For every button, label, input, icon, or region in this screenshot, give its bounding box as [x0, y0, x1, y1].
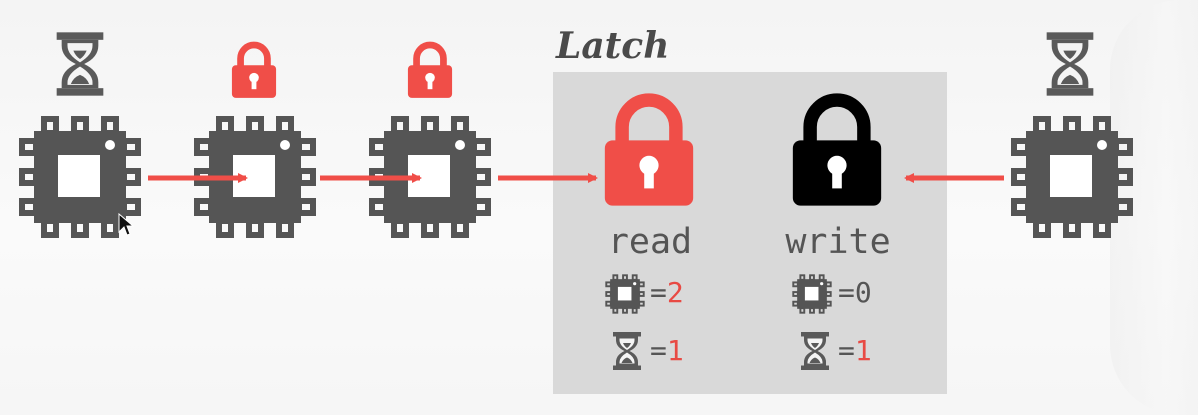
write-wait-count-value: 1 — [854, 334, 872, 367]
cpu-chip-icon — [605, 274, 645, 314]
write-lock-icon — [789, 88, 885, 212]
equals-sign: = — [838, 334, 855, 367]
write-label: write — [785, 222, 891, 262]
hourglass-icon — [800, 332, 830, 370]
hourglass-icon — [612, 332, 642, 370]
read-wait-count: =1 — [650, 334, 684, 368]
read-lock-icon — [601, 88, 697, 212]
equals-sign: = — [650, 334, 667, 367]
read-cpu-count-value: 2 — [666, 276, 684, 309]
mouse-cursor-icon — [118, 213, 134, 236]
equals-sign: = — [650, 276, 667, 309]
write-cpu-count-value: 0 — [854, 276, 872, 309]
cpu-chip-icon — [792, 274, 832, 314]
equals-sign: = — [838, 276, 855, 309]
read-cpu-count: =2 — [650, 276, 684, 310]
background-cylinder — [1110, 0, 1198, 415]
write-cpu-count: =0 — [838, 276, 872, 310]
read-wait-count-value: 1 — [666, 334, 684, 367]
read-label: read — [607, 222, 693, 262]
latch-title: Latch — [556, 25, 670, 67]
write-wait-count: =1 — [838, 334, 872, 368]
